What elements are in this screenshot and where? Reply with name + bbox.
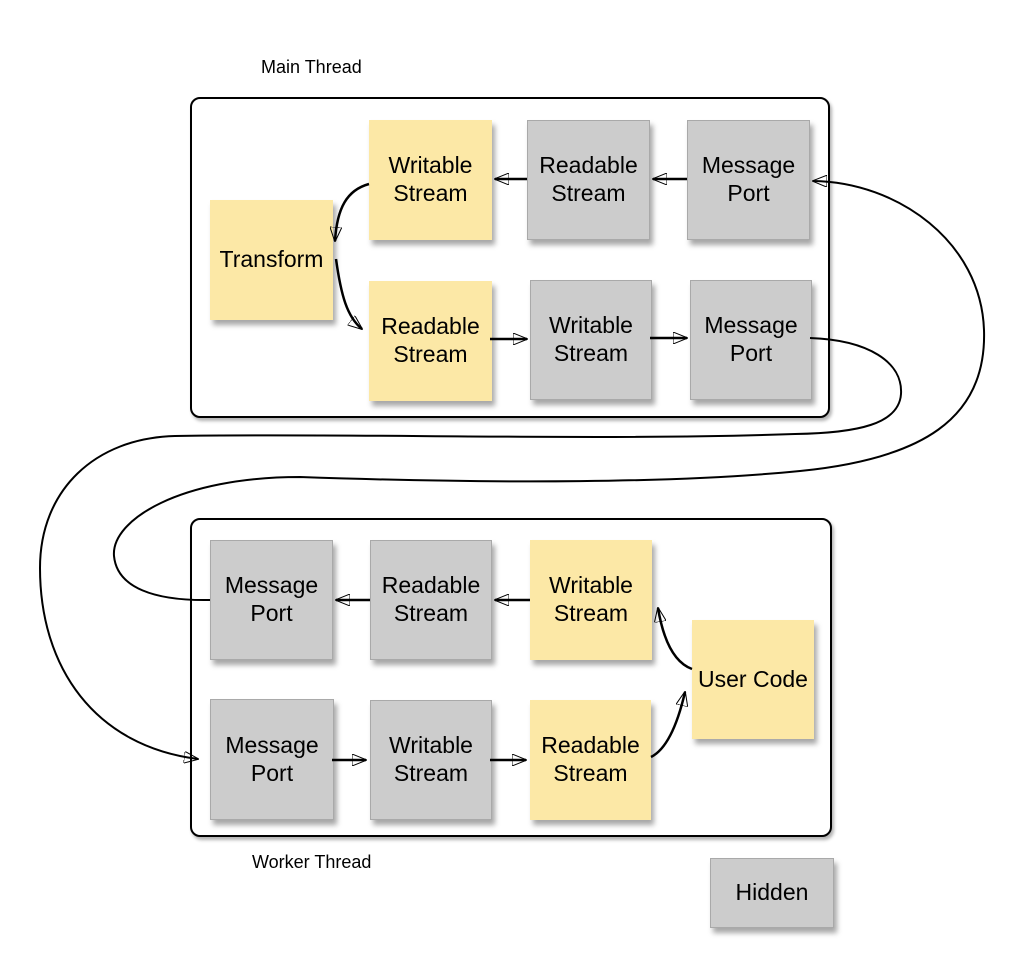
node-main-message-port-bottom: Message Port — [690, 280, 812, 400]
node-worker-writable-stream-top: Writable Stream — [530, 540, 652, 660]
node-worker-message-port-top: Message Port — [210, 540, 333, 660]
node-label: Writable Stream — [549, 312, 633, 366]
node-label: Message Port — [224, 572, 319, 626]
node-label: Writable Stream — [389, 732, 473, 786]
node-main-message-port-top: Message Port — [687, 120, 810, 240]
node-label: Readable Stream — [381, 572, 481, 626]
node-worker-writable-stream-bottom: Writable Stream — [370, 700, 492, 820]
node-main-readable-stream-top: Readable Stream — [527, 120, 650, 240]
node-label: Message Port — [225, 731, 319, 786]
node-label: Message Port — [704, 312, 798, 366]
node-main-transform: Transform — [210, 200, 333, 320]
node-label: User Code — [698, 665, 808, 692]
node-worker-readable-stream-top: Readable Stream — [370, 540, 492, 660]
node-label: Transform — [219, 246, 324, 273]
node-worker-readable-stream-bottom: Readable Stream — [530, 700, 651, 820]
node-label: Writable Stream — [388, 152, 473, 206]
main-thread-label: Main Thread — [261, 57, 362, 77]
node-main-writable-stream-bottom: Writable Stream — [530, 280, 652, 400]
legend-hidden-box: Hidden — [710, 858, 834, 928]
node-label: Readable Stream — [539, 152, 638, 206]
worker-thread-label: Worker Thread — [252, 852, 372, 872]
node-label: Readable Stream — [541, 732, 640, 786]
node-label: Message Port — [701, 152, 796, 206]
node-label: Readable Stream — [381, 313, 480, 367]
node-worker-user-code: User Code — [692, 620, 814, 739]
node-worker-message-port-bottom: Message Port — [210, 699, 334, 820]
legend-hidden-label: Hidden — [735, 879, 809, 906]
node-main-readable-stream-bottom: Readable Stream — [369, 281, 492, 401]
node-label: Writable Stream — [549, 572, 633, 626]
node-main-writable-stream-top: Writable Stream — [369, 120, 492, 240]
